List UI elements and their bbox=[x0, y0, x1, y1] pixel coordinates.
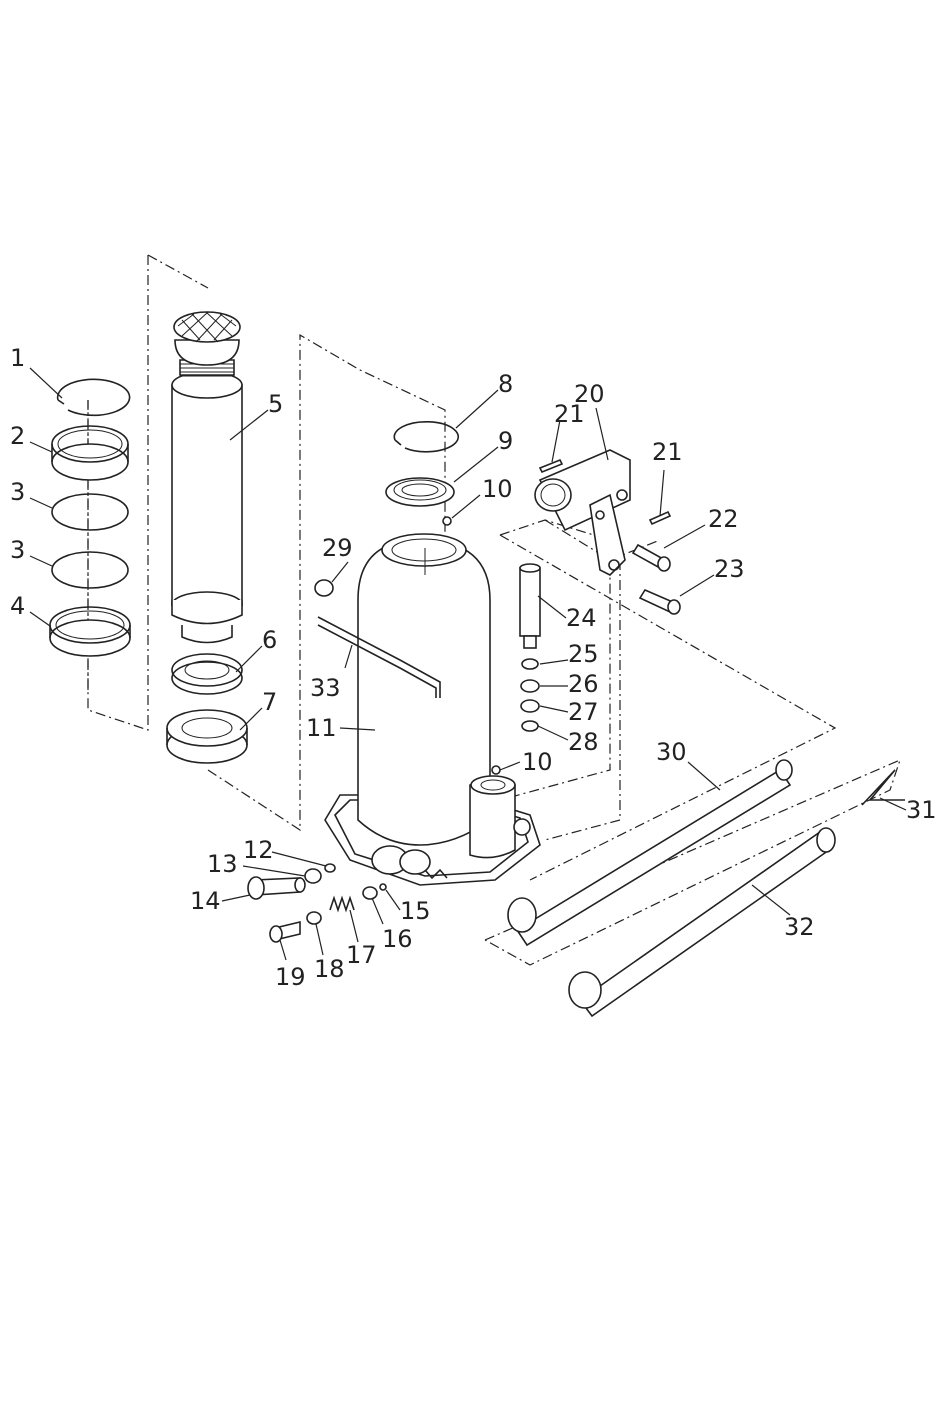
callout-10-lower: 10 bbox=[522, 748, 553, 776]
callout-4: 4 bbox=[10, 592, 25, 620]
callout-27: 27 bbox=[568, 698, 599, 726]
callout-14: 14 bbox=[190, 887, 221, 915]
seal-ring-3-upper bbox=[52, 494, 128, 530]
callout-9: 9 bbox=[498, 427, 513, 455]
release-screw-14 bbox=[248, 877, 305, 899]
callout-21-right: 21 bbox=[652, 438, 683, 466]
callout-8: 8 bbox=[498, 370, 513, 398]
seal-27 bbox=[521, 700, 539, 712]
piston-ring-4 bbox=[50, 607, 130, 656]
callout-25: 25 bbox=[568, 640, 599, 668]
ball-15 bbox=[380, 884, 386, 890]
o-ring-12 bbox=[325, 864, 335, 872]
callout-33: 33 bbox=[310, 674, 341, 702]
callout-24: 24 bbox=[566, 604, 597, 632]
callout-5: 5 bbox=[268, 390, 283, 418]
spring-17 bbox=[330, 898, 354, 910]
handle-bar-30 bbox=[508, 760, 792, 945]
steel-ball-10-upper bbox=[443, 517, 451, 525]
washer-25 bbox=[522, 659, 538, 669]
callout-12: 12 bbox=[243, 836, 274, 864]
callout-15: 15 bbox=[400, 897, 431, 925]
washer-18 bbox=[307, 912, 321, 924]
callout-11: 11 bbox=[306, 714, 337, 742]
callout-7: 7 bbox=[262, 688, 277, 716]
pump-plunger-24 bbox=[520, 564, 540, 648]
callout-19: 19 bbox=[275, 963, 306, 991]
seal-6 bbox=[172, 654, 242, 694]
callout-6: 6 bbox=[262, 626, 277, 654]
ring-28 bbox=[522, 721, 538, 731]
callout-3-upper: 3 bbox=[10, 478, 25, 506]
steel-ball-10-lower bbox=[492, 766, 500, 774]
callout-26: 26 bbox=[568, 670, 599, 698]
cylinder-body-11 bbox=[325, 534, 540, 885]
pin-23 bbox=[640, 590, 680, 614]
callout-22: 22 bbox=[708, 505, 739, 533]
top-nut-7 bbox=[167, 710, 247, 763]
callout-2: 2 bbox=[10, 422, 25, 450]
wear-ring-2 bbox=[52, 426, 128, 480]
ram-5 bbox=[172, 312, 242, 643]
callout-31: 31 bbox=[906, 796, 937, 824]
plug-screw-19 bbox=[270, 922, 300, 942]
callout-16: 16 bbox=[382, 925, 413, 953]
callout-10-upper: 10 bbox=[482, 475, 513, 503]
callout-23: 23 bbox=[714, 555, 745, 583]
callout-18: 18 bbox=[314, 955, 345, 983]
washer-9 bbox=[386, 478, 454, 506]
callout-29: 29 bbox=[322, 534, 353, 562]
seal-ring-3-lower bbox=[52, 552, 128, 588]
callout-32: 32 bbox=[784, 913, 815, 941]
o-ring-13 bbox=[305, 869, 321, 883]
callout-30: 30 bbox=[656, 738, 687, 766]
callout-17: 17 bbox=[346, 941, 377, 969]
callout-3-lower: 3 bbox=[10, 536, 25, 564]
oil-filler-plug-29 bbox=[315, 580, 333, 596]
retaining-ring-8 bbox=[394, 422, 458, 452]
callout-1: 1 bbox=[10, 344, 25, 372]
retaining-ring-1 bbox=[58, 379, 130, 415]
pin-22 bbox=[633, 545, 670, 571]
callout-21-left: 21 bbox=[554, 400, 585, 428]
seal-26 bbox=[521, 680, 539, 692]
valve-seat-16 bbox=[363, 887, 377, 899]
callout-13: 13 bbox=[207, 850, 238, 878]
callout-28: 28 bbox=[568, 728, 599, 756]
cotter-pin-21-left bbox=[540, 460, 562, 472]
